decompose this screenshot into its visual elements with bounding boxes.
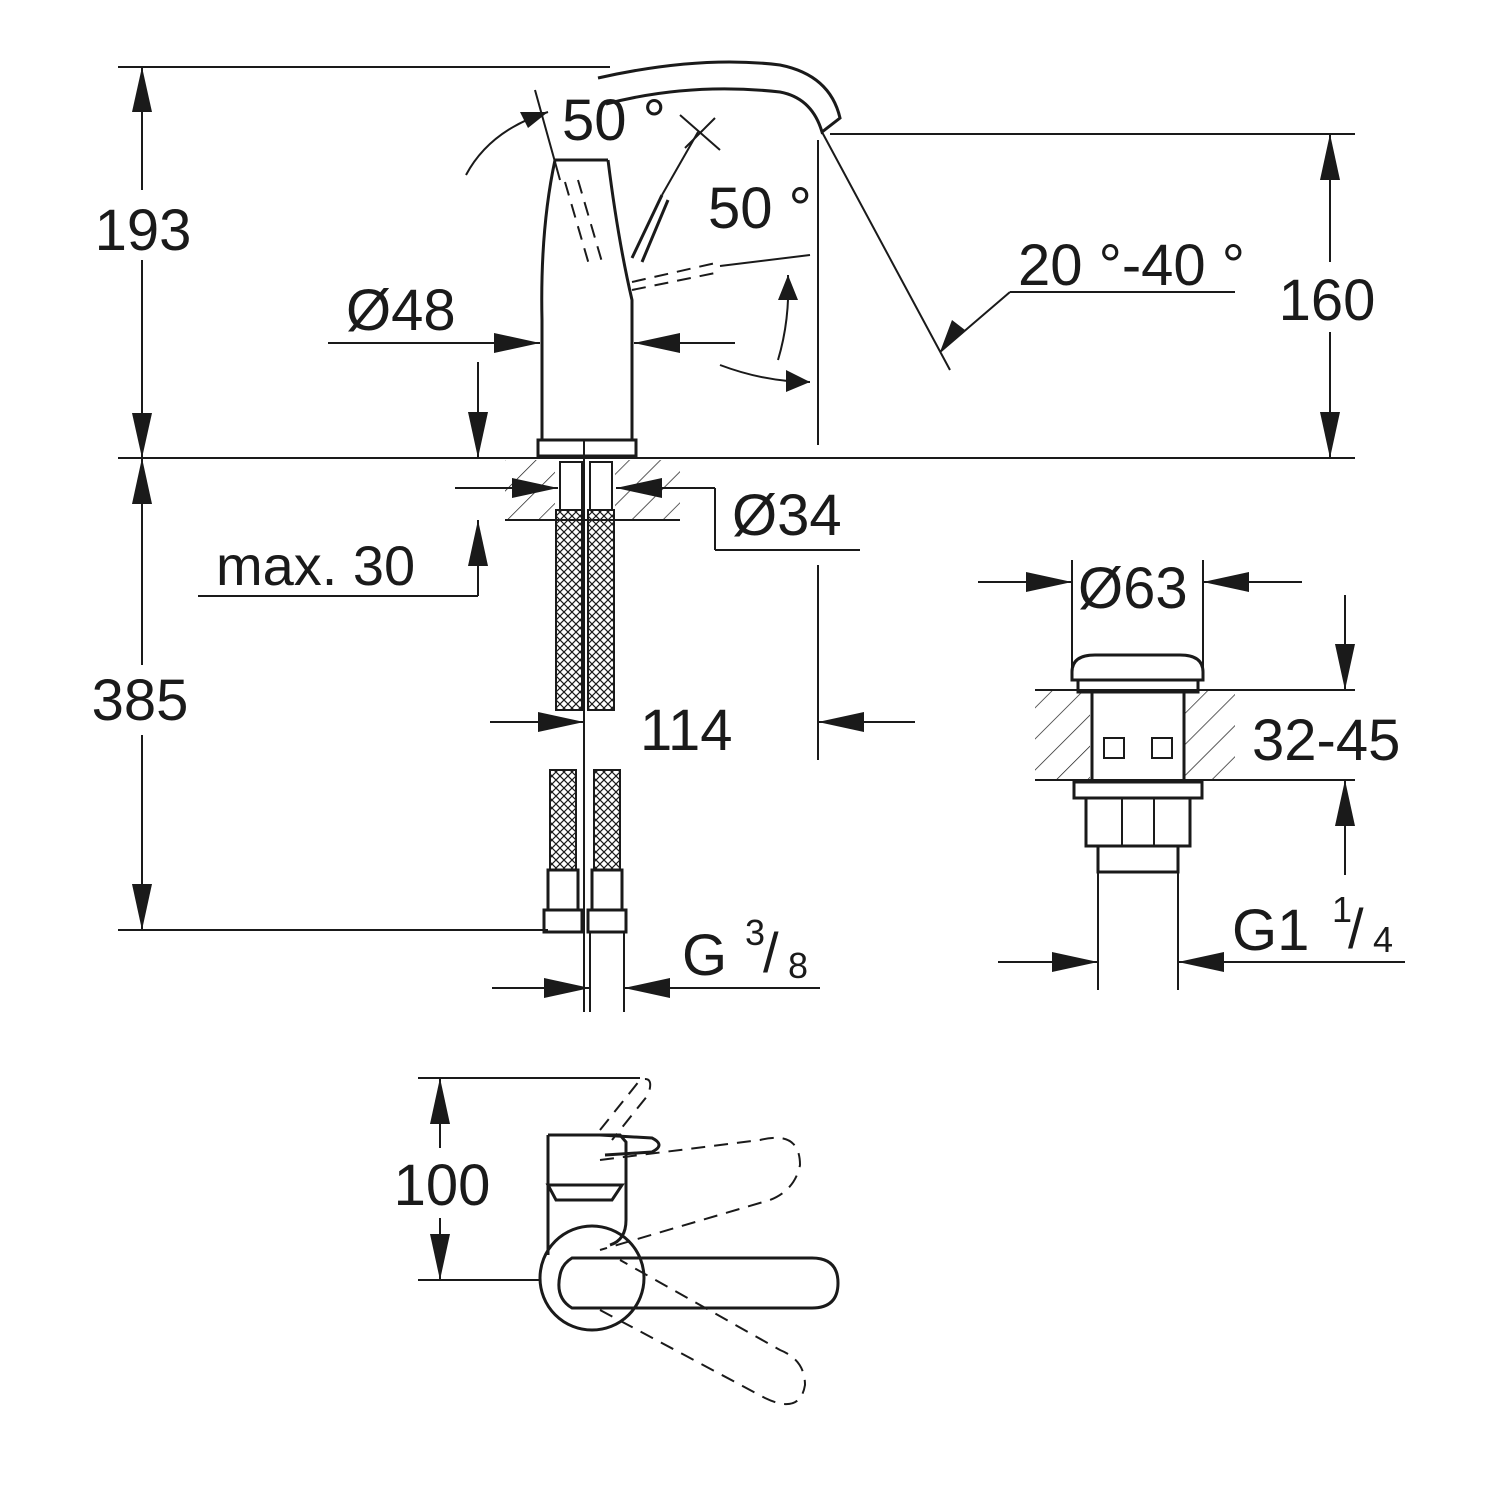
dimension-385: 385 xyxy=(75,458,548,931)
dimension-max30: max. 30 xyxy=(198,362,488,597)
dim-32-45-label: 32-45 xyxy=(1252,708,1400,773)
dimension-d63: Ø63 xyxy=(978,556,1302,672)
dimension-g38: G 3 / 8 xyxy=(492,912,820,998)
supply-hoses xyxy=(542,440,628,1012)
dimension-114: 114 xyxy=(490,565,915,763)
dim-g38-main: G xyxy=(682,923,727,988)
faucet-front-view xyxy=(465,60,1235,458)
fraction-slash: / xyxy=(763,921,779,984)
dim-g38-den: 8 xyxy=(788,945,808,986)
dimension-160: 160 xyxy=(830,133,1388,458)
dim-max30-label: max. 30 xyxy=(216,534,415,597)
angle-top-label: 50 ° xyxy=(562,88,666,153)
dimension-32-45: 32-45 xyxy=(1252,595,1400,875)
dimension-193: 193 xyxy=(80,66,610,458)
fraction-slash-2: / xyxy=(1348,897,1364,960)
dim-385-label: 385 xyxy=(92,668,189,733)
dim-g114-num: 1 xyxy=(1332,889,1352,930)
dim-100-label: 100 xyxy=(394,1153,491,1218)
dimension-d48: Ø48 xyxy=(328,278,735,353)
faucet-top-view: 100 xyxy=(385,1077,840,1406)
dim-193-label: 193 xyxy=(95,198,192,263)
angle-side-label: 50 ° xyxy=(708,176,812,241)
spout-angle-label: 20 °-40 ° xyxy=(1018,233,1245,298)
dim-g38-num: 3 xyxy=(745,912,765,953)
dim-d34-label: Ø34 xyxy=(732,483,842,548)
dim-g114-main: G1 xyxy=(1232,898,1309,963)
waste-valve xyxy=(1035,653,1355,990)
dim-d63-label: Ø63 xyxy=(1078,556,1188,621)
dim-160-label: 160 xyxy=(1279,268,1376,333)
dimension-g114: G1 1 / 4 xyxy=(998,889,1405,972)
dim-g114-den: 4 xyxy=(1373,919,1393,960)
dimension-d34: Ø34 xyxy=(455,478,860,551)
dim-114-label: 114 xyxy=(640,698,732,763)
dim-d48-label: Ø48 xyxy=(346,278,456,343)
